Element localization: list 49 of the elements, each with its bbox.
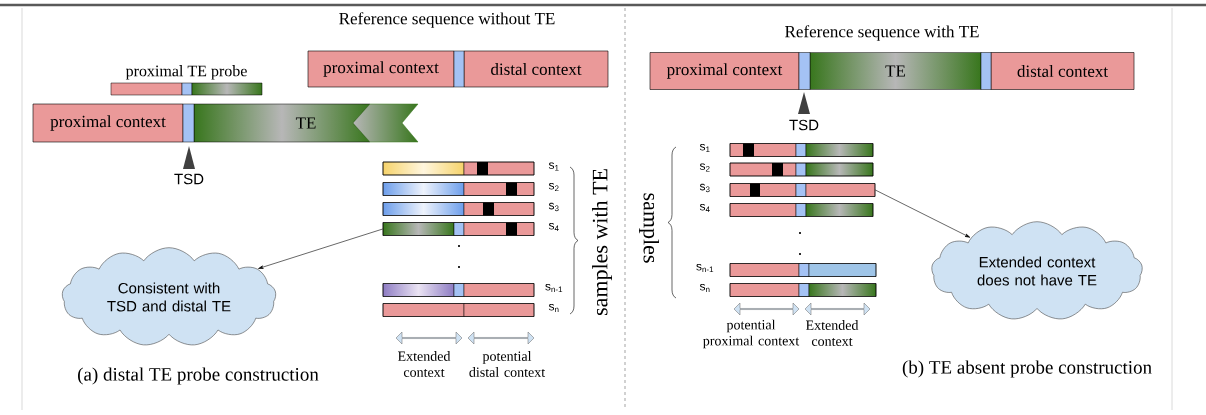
sequence-segment: proximal context — [32, 103, 184, 143]
sequence-segment: distal context — [990, 52, 1135, 90]
sequence-segment: distal context — [463, 50, 609, 88]
sample-bar — [729, 203, 874, 217]
caption: (a) distal TE probe construction — [78, 367, 319, 385]
heading: Reference sequence without TE — [339, 12, 555, 28]
sample-label: s$_{4}$ — [548, 222, 559, 232]
node-label: proximal TE probe — [125, 65, 247, 80]
sample-bar — [729, 263, 877, 277]
sample-label: s$_{3}$ — [548, 202, 559, 212]
span-label: Extended context — [398, 351, 451, 377]
sample-label: s$_{n}$ — [699, 283, 710, 293]
sample-label: s$_{4}$ — [699, 203, 710, 213]
tsd-label: TSD — [789, 119, 819, 131]
probe-bar: proximal TE probe — [110, 65, 263, 96]
sample-bar — [382, 303, 535, 317]
sample-label: s$_{1}$ — [699, 143, 710, 153]
arrow — [875, 189, 971, 238]
group-label: samples with TE — [592, 169, 612, 316]
sample-bar — [729, 162, 874, 177]
arrow — [258, 228, 383, 269]
cloud-callout: Extended context does not have TE — [931, 221, 1143, 320]
sequence-segment: proximal context — [649, 52, 800, 90]
span-label: potential distal context — [469, 351, 546, 377]
sample-bar — [729, 283, 877, 297]
sample-bar — [382, 182, 535, 196]
te-segment: TE — [809, 52, 982, 90]
sample-bar — [382, 161, 535, 176]
span-label: potential proximal context — [703, 319, 800, 349]
sample-bar — [382, 283, 535, 297]
tsd-label: TSD — [174, 173, 204, 185]
sequence-segment: proximal context — [307, 50, 455, 88]
cloud-callout: Consistent with TSD and distal TE — [62, 247, 277, 346]
heading: Reference sequence with TE — [785, 25, 979, 41]
sample-label: s$_{n-1}$ — [696, 263, 714, 273]
sample-label: s$_{n-1}$ — [545, 283, 563, 293]
sample-label: s$_{2}$ — [699, 163, 710, 172]
sample-label: s$_{2}$ — [548, 182, 559, 192]
sample-bar — [382, 202, 535, 216]
sample-bar — [729, 143, 874, 157]
caption: (b) TE absent probe construction — [902, 360, 1152, 378]
te-segment: TE — [193, 103, 419, 143]
sample-bar — [729, 183, 876, 197]
sample-label: s$_{3}$ — [699, 183, 710, 193]
span-label: Extended context — [806, 320, 859, 346]
sample-label: s$_{n}$ — [548, 303, 559, 313]
group-label: samples — [639, 193, 659, 263]
sample-label: s$_{1}$ — [548, 162, 559, 171]
sample-bar — [382, 222, 535, 236]
